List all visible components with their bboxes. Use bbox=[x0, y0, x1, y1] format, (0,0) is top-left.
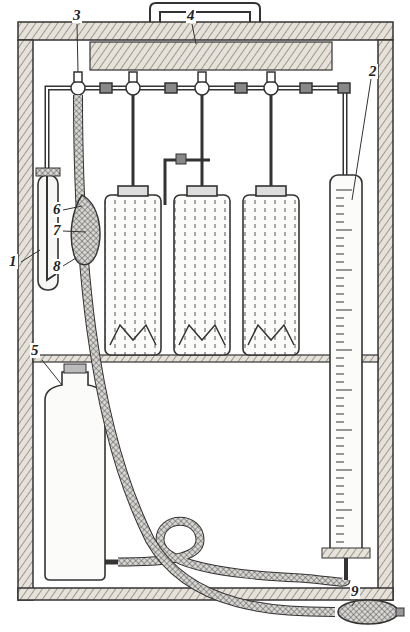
callout-number: 1 bbox=[8, 254, 18, 269]
scale-mark bbox=[336, 422, 344, 423]
scale-mark bbox=[336, 518, 344, 519]
scale-mark bbox=[336, 478, 344, 479]
scale-mark bbox=[336, 406, 344, 407]
scale-mark bbox=[336, 342, 344, 343]
scale-mark bbox=[336, 382, 344, 383]
scale-mark bbox=[336, 374, 344, 375]
scale-mark bbox=[336, 230, 352, 231]
scale-mark bbox=[336, 502, 344, 503]
scale-mark bbox=[336, 390, 352, 391]
scale-mark bbox=[336, 462, 344, 463]
scale-mark bbox=[336, 222, 344, 223]
callout-number: 4 bbox=[186, 8, 196, 23]
scale-mark bbox=[336, 470, 352, 471]
scale-mark bbox=[336, 454, 344, 455]
scale-mark bbox=[336, 542, 344, 543]
scale-mark bbox=[336, 198, 344, 199]
scale-mark bbox=[336, 310, 352, 311]
scale-mark bbox=[336, 510, 352, 511]
callout-number: 7 bbox=[52, 223, 62, 238]
callout-number: 8 bbox=[52, 259, 62, 274]
scale-mark bbox=[336, 238, 344, 239]
scale-mark bbox=[336, 254, 344, 255]
callout-number: 6 bbox=[52, 202, 62, 217]
scale-mark bbox=[336, 358, 344, 359]
scale-mark bbox=[336, 398, 344, 399]
callout-number: 9 bbox=[350, 584, 360, 599]
callout-number: 2 bbox=[368, 64, 378, 79]
scale-mark bbox=[336, 214, 344, 215]
scale-mark bbox=[336, 494, 344, 495]
scale-mark bbox=[336, 534, 344, 535]
scale-mark bbox=[336, 278, 344, 279]
scale-mark bbox=[336, 326, 344, 327]
scale-mark bbox=[336, 270, 352, 271]
scale-mark bbox=[336, 414, 344, 415]
scale-mark bbox=[336, 438, 344, 439]
callout-number: 5 bbox=[30, 343, 40, 358]
scale-mark bbox=[336, 190, 352, 191]
scale-mark bbox=[336, 318, 344, 319]
scale-mark bbox=[336, 246, 344, 247]
scale-mark bbox=[336, 262, 344, 263]
scale-mark bbox=[336, 206, 344, 207]
scale-mark bbox=[336, 446, 344, 447]
scale-mark bbox=[336, 430, 352, 431]
scale-mark bbox=[336, 350, 352, 351]
scale-mark bbox=[336, 294, 344, 295]
scale-mark bbox=[336, 526, 344, 527]
scale-mark bbox=[336, 486, 344, 487]
scale-mark bbox=[336, 334, 344, 335]
scale-mark bbox=[336, 302, 344, 303]
scale-mark bbox=[336, 366, 344, 367]
callout-number: 3 bbox=[72, 8, 82, 23]
scale-mark bbox=[336, 286, 344, 287]
